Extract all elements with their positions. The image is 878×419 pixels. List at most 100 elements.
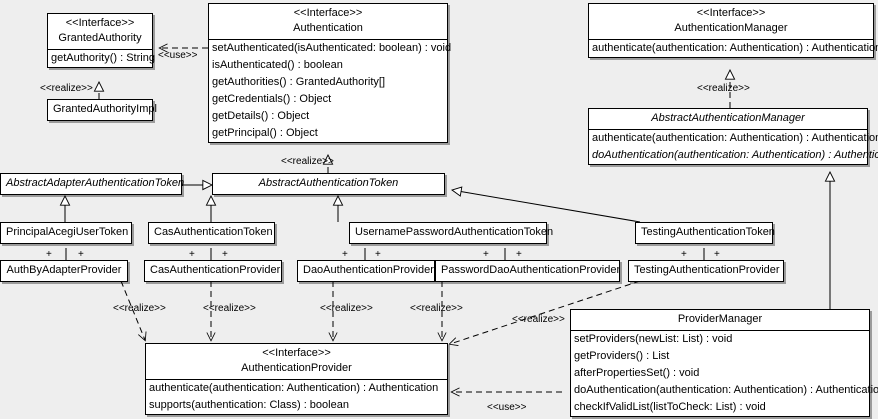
class-dao-authentication-provider[interactable]: DaoAuthenticationProvider — [297, 260, 435, 282]
association-end-marker: + — [483, 249, 489, 260]
operation-row: authenticate(authentication: Authenticat… — [149, 382, 439, 394]
operation-row: getAuthority() : String — [51, 52, 155, 64]
association-end-marker: + — [222, 249, 228, 260]
operation-row: authenticate(authentication: Authenticat… — [592, 42, 878, 54]
class-name-label: CasAuthenticationToken — [154, 226, 273, 238]
class-cas-authentication-token[interactable]: CasAuthenticationToken — [148, 222, 275, 244]
operation-row: checkIfValidList(listToCheck: List) : vo… — [574, 401, 766, 413]
class-name-label: DaoAuthenticationProvider — [303, 264, 434, 276]
class-name-label: CasAuthenticationProvider — [150, 264, 281, 276]
association-end-marker: + — [375, 249, 381, 260]
class-authentication-manager[interactable]: <<Interface>> AuthenticationManager auth… — [588, 3, 878, 58]
class-header: TestingAuthenticationProvider — [629, 261, 783, 281]
association-end-marker: + — [714, 249, 720, 260]
class-header: DaoAuthenticationProvider — [298, 261, 434, 281]
operations-compartment: setProviders(newList: List) : void getPr… — [571, 330, 878, 416]
operations-compartment: getAuthority() : String — [48, 49, 155, 67]
class-abstract-adapter-authentication-token[interactable]: AbstractAdapterAuthenticationToken — [0, 173, 184, 195]
class-header: <<Interface>> GrantedAuthority — [48, 14, 152, 49]
class-name-label: UsernamePasswordAuthenticationToken — [355, 226, 554, 238]
class-authentication[interactable]: <<Interface>> Authentication setAuthenti… — [208, 3, 452, 143]
class-name-label: TestingAuthenticationProvider — [634, 264, 780, 276]
class-header: <<Interface>> AuthenticationManager — [589, 4, 873, 39]
association-end-marker: + — [681, 249, 687, 260]
class-granted-authority[interactable]: <<Interface>> GrantedAuthority getAuthor… — [47, 13, 155, 68]
class-header: UsernamePasswordAuthenticationToken — [350, 223, 554, 243]
edge-label-use-authentication-grantedauthority: <<use>> — [158, 50, 198, 61]
edge-label-realize-testingauthenticationprovider: <<realize>> — [512, 314, 565, 325]
association-end-marker: + — [342, 249, 348, 260]
edge-label-realize-daoauthenticationprovider: <<realize>> — [320, 303, 373, 314]
class-abstract-authentication-token[interactable]: AbstractAuthenticationToken — [212, 173, 445, 195]
class-username-password-authentication-token[interactable]: UsernamePasswordAuthenticationToken — [349, 222, 554, 244]
stereotype-label: <<Interface>> — [696, 7, 766, 19]
association-end-marker: + — [46, 249, 52, 260]
operation-row: getCredentials() : Object — [212, 93, 332, 105]
association-end-marker: + — [78, 249, 84, 260]
class-testing-authentication-token[interactable]: TestingAuthenticationToken — [635, 222, 775, 244]
operation-row: setAuthenticated(isAuthenticated: boolea… — [212, 42, 452, 54]
class-name-label: AbstractAuthenticationManager — [651, 112, 805, 124]
class-principal-acegi-user-token[interactable]: PrincipalAcegiUserToken — [0, 222, 132, 244]
class-name-label: AbstractAuthenticationToken — [258, 177, 399, 189]
stereotype-label: <<Interface>> — [293, 7, 363, 19]
class-password-dao-authentication-provider[interactable]: PasswordDaoAuthenticationProvider — [435, 260, 620, 282]
class-header: CasAuthenticationToken — [149, 223, 274, 243]
stereotype-label: <<Interface>> — [262, 347, 331, 359]
edge-label-realize-authbyadapterprovider: <<realize>> — [113, 303, 166, 314]
class-auth-by-adapter-provider[interactable]: AuthByAdapterProvider — [0, 260, 128, 282]
class-name-label: Authentication — [293, 22, 363, 34]
class-header: PasswordDaoAuthenticationProvider — [436, 261, 621, 281]
edge-label-realize-abstractauthenticationtoken: <<realize>> — [281, 156, 334, 167]
operation-row: getProviders() : List — [574, 350, 670, 362]
class-header: <<Interface>> AuthenticationProvider — [146, 344, 447, 379]
class-header: ProviderManager — [571, 310, 869, 330]
class-name-label: TestingAuthenticationToken — [641, 226, 775, 238]
class-name-label: PasswordDaoAuthenticationProvider — [441, 264, 621, 276]
class-provider-manager[interactable]: ProviderManager setProviders(newList: Li… — [570, 309, 878, 417]
edge-label-use-providermanager-authenticationprovider: <<use>> — [487, 402, 527, 413]
class-header: GrantedAuthorityImpl — [48, 100, 157, 120]
edge-label-realize-casauthenticationprovider: <<realize>> — [203, 303, 256, 314]
class-testing-authentication-provider[interactable]: TestingAuthenticationProvider — [628, 260, 784, 282]
operation-row: supports(authentication: Class) : boolea… — [149, 399, 349, 411]
operations-compartment: authenticate(authentication: Authenticat… — [589, 39, 878, 57]
edge-label-realize-grantedauthorityimpl: <<realize>> — [40, 83, 93, 94]
class-header: CasAuthenticationProvider — [145, 261, 281, 281]
class-cas-authentication-provider[interactable]: CasAuthenticationProvider — [144, 260, 282, 282]
class-authentication-provider[interactable]: <<Interface>> AuthenticationProvider aut… — [145, 343, 448, 415]
class-header: AbstractAuthenticationManager — [589, 109, 867, 129]
class-header: AbstractAdapterAuthenticationToken — [1, 174, 184, 194]
operation-row: getAuthorities() : GrantedAuthority[] — [212, 76, 386, 88]
edge-generalization-testingauthenticationtoken-abstracttoken — [452, 190, 641, 223]
class-header: PrincipalAcegiUserToken — [1, 223, 131, 243]
operation-row: afterPropertiesSet() : void — [574, 367, 700, 379]
stereotype-label: <<Interface>> — [65, 17, 135, 29]
class-header: AuthByAdapterProvider — [1, 261, 127, 281]
association-end-marker: + — [516, 249, 522, 260]
class-header: AbstractAuthenticationToken — [213, 174, 444, 194]
class-header: TestingAuthenticationToken — [636, 223, 775, 243]
class-name-label: AuthenticationProvider — [241, 362, 352, 374]
class-name-label: GrantedAuthorityImpl — [53, 103, 157, 115]
operation-row: authenticate(authentication: Authenticat… — [592, 132, 878, 144]
operation-row: isAuthenticated() : boolean — [212, 59, 343, 71]
class-name-label: PrincipalAcegiUserToken — [6, 226, 129, 238]
class-name-label: GrantedAuthority — [58, 32, 142, 44]
class-abstract-authentication-manager[interactable]: AbstractAuthenticationManager authentica… — [588, 108, 878, 165]
operation-row: getDetails() : Object — [212, 110, 310, 122]
operations-compartment: authenticate(authentication: Authenticat… — [589, 129, 878, 164]
edge-label-realize-passworddaoprovider: <<realize>> — [410, 303, 463, 314]
class-name-label: AuthByAdapterProvider — [6, 264, 122, 276]
association-end-marker: + — [189, 249, 195, 260]
operation-row: doAuthentication(authentication: Authent… — [592, 149, 878, 161]
edge-label-realize-abstractauthenticationmanager: <<realize>> — [697, 83, 750, 94]
class-name-label: ProviderManager — [677, 313, 763, 325]
operation-row: setProviders(newList: List) : void — [574, 333, 733, 345]
operation-row: doAuthentication(authentication: Authent… — [574, 384, 878, 396]
class-name-label: AuthenticationManager — [674, 22, 788, 34]
class-granted-authority-impl[interactable]: GrantedAuthorityImpl — [47, 99, 157, 121]
class-header: <<Interface>> Authentication — [209, 4, 447, 39]
operations-compartment: authenticate(authentication: Authenticat… — [146, 379, 447, 414]
